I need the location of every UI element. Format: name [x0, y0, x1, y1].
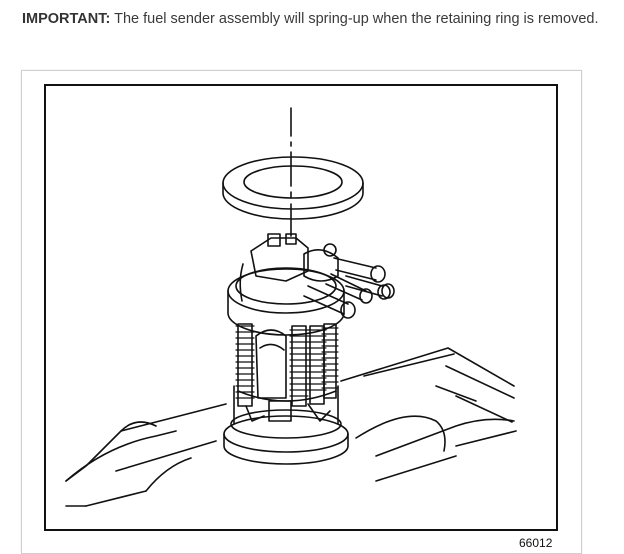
important-label: IMPORTANT:	[22, 11, 111, 27]
figure-card: 66012	[21, 70, 582, 554]
fuel-sender-assembly-illustration	[65, 107, 517, 507]
figure-frame	[44, 84, 558, 531]
important-note: IMPORTANT: The fuel sender assembly will…	[22, 11, 599, 27]
figure-number: 66012	[519, 536, 553, 550]
important-text: The fuel sender assembly will spring-up …	[110, 11, 599, 27]
